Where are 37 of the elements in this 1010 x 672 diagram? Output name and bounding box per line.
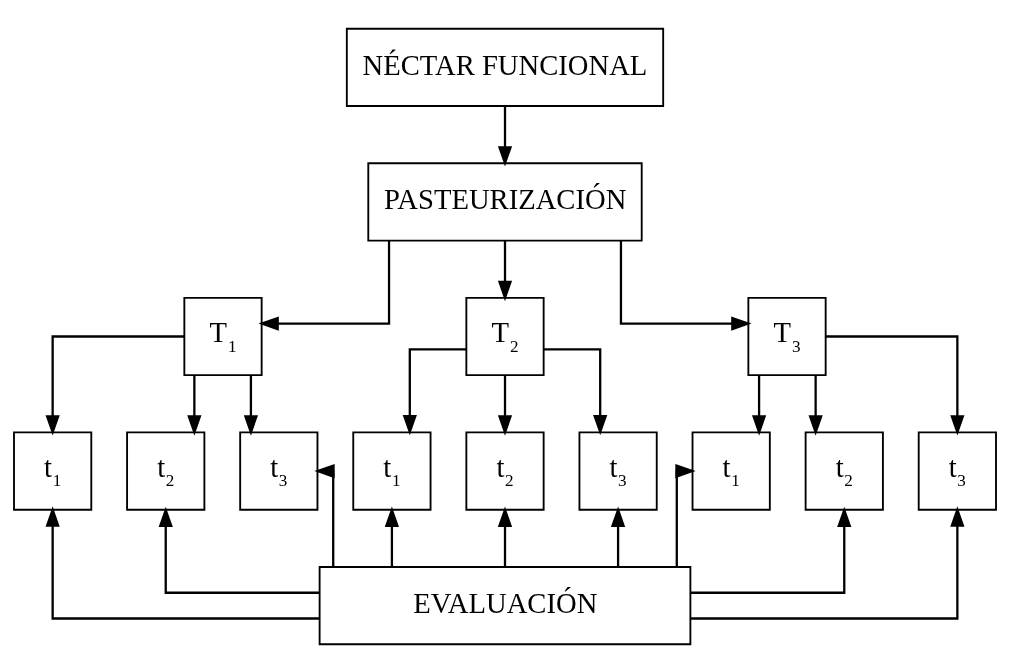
arrow: [497, 374, 513, 436]
node-box: t$_{3}$: [578, 431, 658, 511]
node-box: t$_{2}$: [126, 431, 206, 511]
arrow: [619, 240, 752, 331]
arrow: [610, 506, 626, 567]
node-box: PASTEURIZACIÓN: [367, 161, 643, 241]
arrow: [497, 240, 513, 301]
arrow: [497, 506, 513, 567]
node-box: EVALUACIÓN: [318, 565, 692, 645]
node-box: t$_{1}$: [352, 431, 432, 511]
arrow: [751, 374, 767, 436]
node-box: t$_{1}$: [13, 431, 93, 511]
arrow: [45, 505, 320, 620]
arrow: [384, 506, 400, 567]
node-box: t$_{2}$: [804, 431, 884, 511]
arrow: [497, 105, 513, 167]
arrow: [243, 374, 259, 436]
node-box: T$_{3}$: [747, 296, 827, 376]
node-box: T$_{2}$: [465, 296, 545, 376]
arrow: [187, 374, 202, 436]
arrow: [258, 240, 391, 331]
arrow: [45, 334, 185, 436]
node-box: t$_{2}$: [465, 431, 545, 511]
arrow: [808, 374, 823, 436]
node-box: t$_{3}$: [239, 431, 319, 511]
arrow: [402, 347, 467, 435]
arrow: [158, 506, 320, 594]
node-box: NÉCTAR FUNCIONAL: [345, 27, 665, 107]
arrow: [690, 506, 852, 594]
node-box: t$_{1}$: [691, 431, 771, 511]
node-box: t$_{3}$: [917, 431, 997, 511]
arrow: [690, 505, 965, 620]
arrow: [543, 347, 608, 435]
arrow: [825, 334, 965, 436]
node-box: T$_{1}$: [183, 296, 263, 376]
arrow: [675, 463, 696, 567]
arrow: [314, 463, 335, 567]
